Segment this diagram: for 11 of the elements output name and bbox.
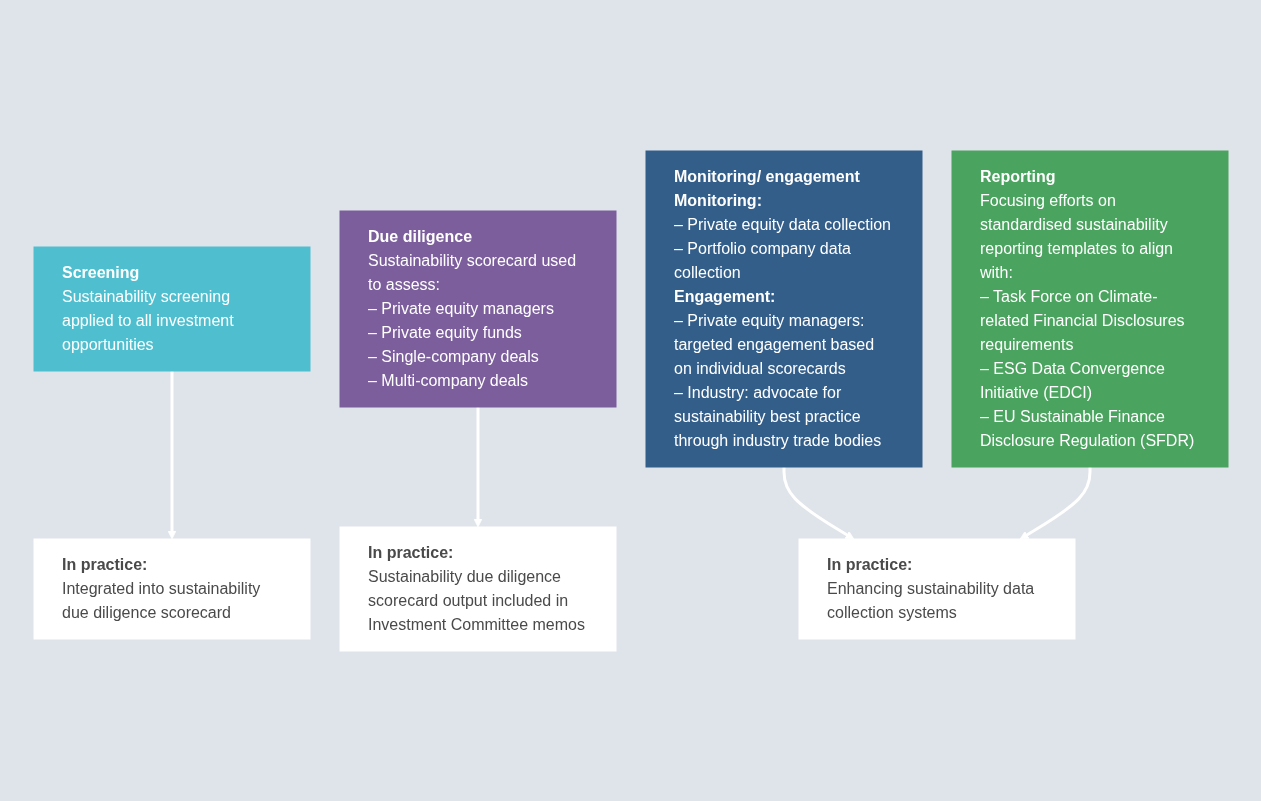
node-box: Screening Sustainability screening applied to all investment opportunities [33, 246, 310, 371]
arrow [782, 466, 854, 539]
arrow [167, 370, 176, 539]
node-box: In practice: Enhancing sustainability data collection systems [798, 538, 1075, 639]
arrow [1019, 466, 1091, 539]
node-box: Reporting Focusing efforts on standardised sustainability reporting templates to align with: – Task Force on Climate-related Financial Disclosures requirements – ESG Data Convergence Initiative (EDCI) – EU Sustainable Finance Disclosure Regulation (SFDR) [951, 150, 1228, 467]
node-box: In practice: Sustainability due diligence scorecard output included in Investment Committee memos [339, 526, 616, 651]
node-box: Monitoring/ engagement Monitoring: – Private equity data collection – Portfolio company data collection Engagement: – Private equity managers: targeted engagement based on individual scorecards – Industry: advocate for sustainability best practice through industry trade bodies [645, 150, 922, 467]
node-box: Due diligence Sustainability scorecard used to assess: – Private equity managers – Private equity funds – Single-company deals – Multi-company deals [339, 210, 616, 407]
arrow [473, 406, 482, 527]
node-box: In practice: Integrated into sustainability due diligence scorecard [33, 538, 310, 639]
